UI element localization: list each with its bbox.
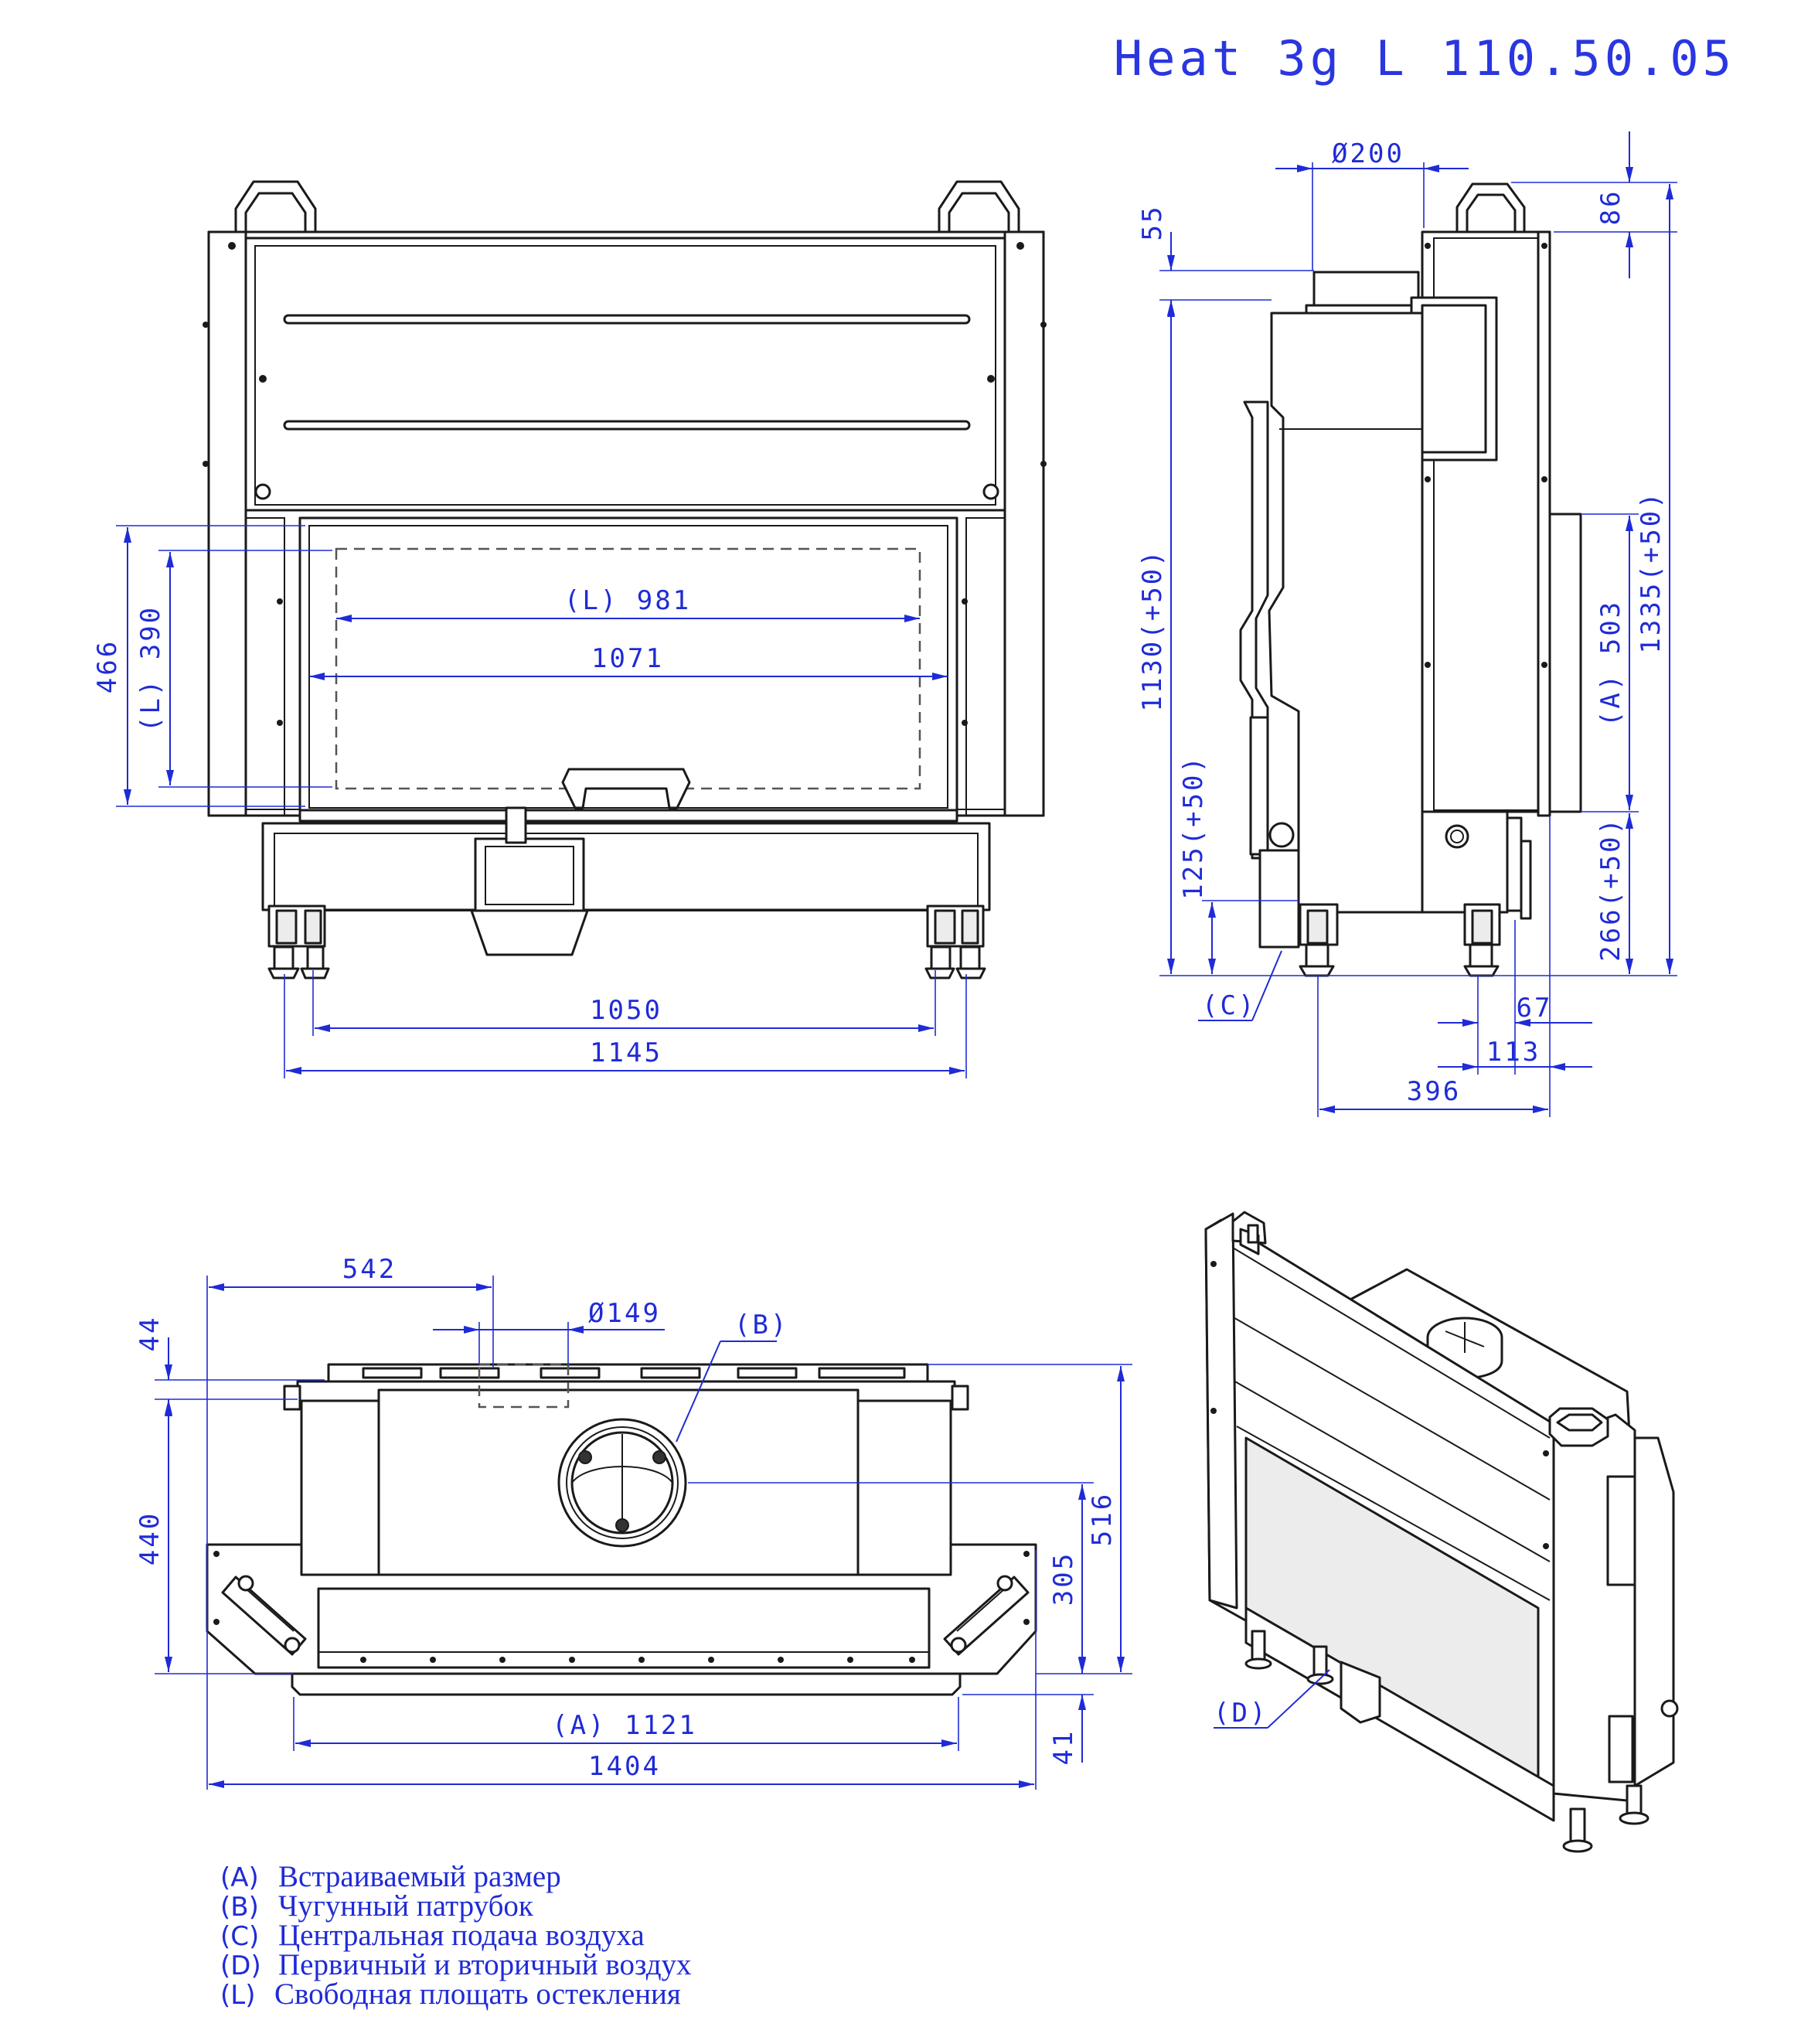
top-dim-516: 516 [1087, 1492, 1118, 1546]
front-upper-panel [244, 237, 1006, 512]
legend-key-D: (D) [220, 1950, 261, 1981]
side-right-column [1537, 230, 1551, 817]
side-convection-panel [1548, 513, 1582, 813]
top-corner-bracket-right [943, 1575, 1030, 1656]
legend-text-D: Первичный и вторичный воздух [278, 1948, 692, 1981]
front-visible-glass-area [335, 547, 921, 790]
side-dim-1130: 1130(+50) [1137, 548, 1168, 711]
side-air-intake [1258, 849, 1300, 949]
legend-key-C: (C) [220, 1921, 259, 1952]
side-foot-right [1463, 903, 1501, 977]
front-dim-L-width: (L) 981 [564, 585, 691, 616]
top-dim-1404: 1404 [588, 1751, 661, 1782]
front-foot-right [924, 904, 986, 979]
callout-D: (D) [1214, 1698, 1268, 1729]
side-foot-left [1299, 903, 1339, 977]
top-corner-bracket-left [221, 1575, 307, 1656]
front-door-handle [561, 768, 691, 809]
callout-B: (B) [734, 1310, 788, 1341]
top-dim-542: 542 [342, 1254, 397, 1285]
side-dim-55: 55 [1137, 205, 1168, 241]
callout-C: (C) [1202, 990, 1256, 1021]
front-foot-left [267, 904, 330, 979]
front-base [261, 822, 991, 911]
iso-feet [1244, 1630, 1649, 1853]
side-dim-266: 266(+50) [1595, 816, 1626, 962]
drawing-title: Heat 3g L 110.50.05 [1114, 30, 1735, 87]
front-right-column [1003, 230, 1045, 817]
top-view [206, 1363, 1037, 1696]
legend-text-C: Центральная подача воздуха [278, 1919, 645, 1952]
top-dashed-flue [478, 1363, 570, 1409]
front-dim-1145: 1145 [590, 1037, 662, 1068]
front-bar-bottom [283, 420, 971, 431]
side-dim-125: 125(+50) [1178, 755, 1209, 900]
legend-key-B: (B) [220, 1892, 259, 1923]
front-air-box [474, 837, 585, 914]
side-dim-396: 396 [1407, 1076, 1461, 1107]
top-dim-A-1121: (A) 1121 [552, 1710, 697, 1741]
front-dimensions: (L) 981 1071 466 (L) 390 1050 1145 [92, 525, 967, 1078]
side-dim-1335: 1335(+50) [1636, 490, 1667, 653]
front-view [203, 180, 1047, 979]
front-dim-L-390: (L) 390 [135, 605, 166, 732]
front-dim-466: 466 [92, 639, 123, 693]
legend: (A) Встраиваемый размер (B) Чугунный пат… [220, 1860, 692, 2011]
front-glass-frame [298, 516, 958, 817]
top-lower-lip [291, 1672, 962, 1696]
front-dim-1071: 1071 [591, 643, 664, 674]
top-dimensions: 542 Ø149 (B) 44 440 516 305 41 (A) [134, 1254, 1132, 1790]
side-firebox-body [1268, 312, 1424, 914]
front-bar-top [283, 314, 971, 325]
front-dim-1050: 1050 [590, 995, 662, 1026]
legend-key-A: (A) [220, 1862, 259, 1893]
iso-air-box [1340, 1661, 1381, 1724]
iso-view: (D) [1204, 1211, 1679, 1853]
side-lower-box [1421, 810, 1509, 914]
top-dim-440: 440 [134, 1511, 165, 1565]
side-dim-86: 86 [1595, 189, 1626, 226]
side-dim-flue: Ø200 [1332, 138, 1404, 169]
side-view [1239, 182, 1582, 977]
side-dim-113: 113 [1486, 1037, 1541, 1068]
front-air-funnel [470, 909, 589, 956]
top-dim-41: 41 [1048, 1729, 1079, 1766]
front-left-column [207, 230, 247, 817]
legend-text-A: Встраиваемый размер [278, 1860, 561, 1893]
side-dim-67: 67 [1517, 993, 1553, 1024]
top-dim-149: Ø149 [588, 1298, 661, 1329]
side-dimensions: Ø200 55 86 1130(+50) 1335(+50) (A) 503 2… [1137, 131, 1677, 1117]
top-dim-305: 305 [1048, 1552, 1079, 1606]
legend-text-L: Свободная площать остекления [274, 1978, 681, 2011]
legend-text-B: Чугунный патрубок [278, 1889, 533, 1923]
side-dim-A-503: (A) 503 [1595, 600, 1626, 727]
front-bottom-rail [298, 809, 958, 823]
legend-key-L: (L) [220, 1980, 255, 2011]
top-dim-44: 44 [134, 1316, 165, 1352]
